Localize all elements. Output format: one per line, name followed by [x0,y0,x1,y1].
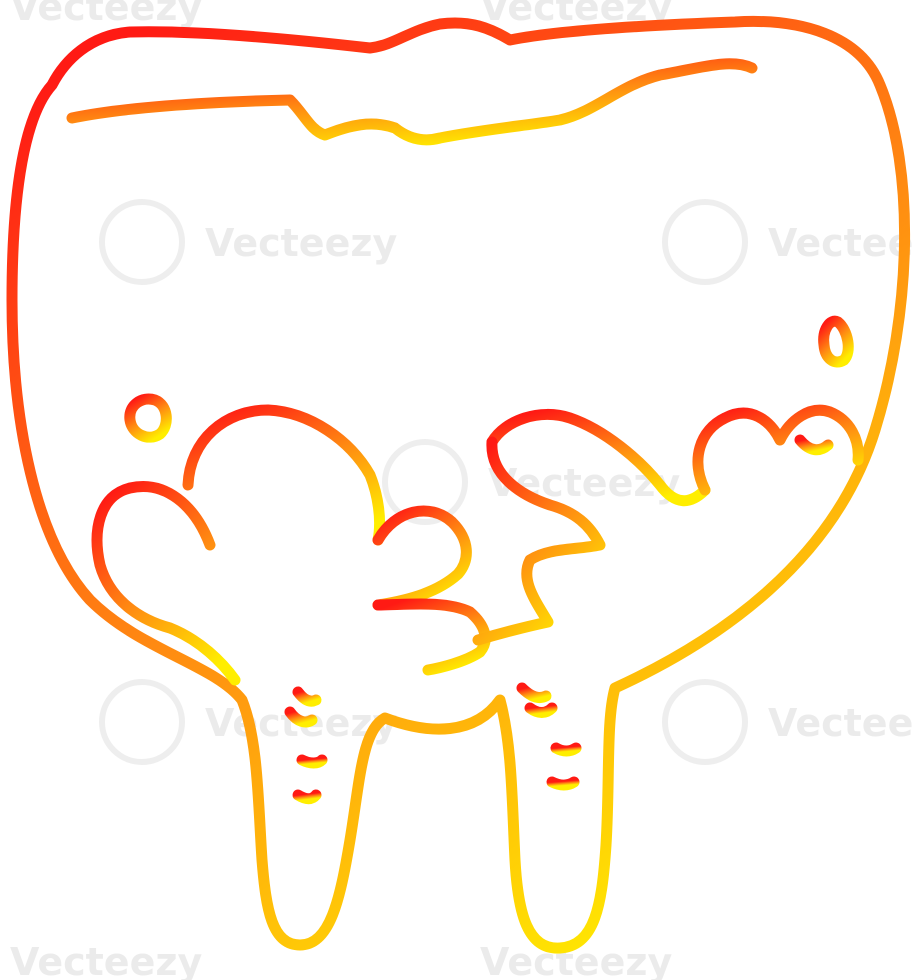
gum-line [66,58,758,146]
right-decay-spot-edge [692,404,864,496]
left-decay-spot-middle [372,505,472,611]
right-root-dash [524,702,558,718]
left-root-dash [284,706,318,728]
watermark: Vecteezy [99,679,397,765]
watermark: Vecteezy [10,0,202,29]
right-root-dash [550,742,582,757]
watermark: Vecteezy [662,679,915,765]
svg-text:Vecteezy: Vecteezy [768,701,915,745]
right-eye [818,315,854,368]
right-decay-spot-crack [472,436,606,646]
right-decay-spot-inner [794,434,834,456]
watermark: Vecteezy [662,199,915,285]
watermark: Vecteezy [10,940,202,980]
left-decay-spot-lower [372,598,491,676]
left-root-dash [292,789,322,805]
tooth-linework [6,15,911,954]
left-root-dash [296,754,328,769]
svg-text:Vecteezy: Vecteezy [768,221,915,265]
right-root-dash [546,776,580,791]
watermark: Vecteezy [99,199,397,285]
svg-text:Vecteezy: Vecteezy [205,221,397,265]
left-root-dash [292,686,322,707]
right-decay-spot [486,409,711,507]
left-decay-spot-top [182,404,386,546]
tooth-outline [6,15,911,954]
right-root-dash [516,682,552,704]
left-eye [124,393,172,443]
left-decay-spot [91,481,241,686]
watermark-layer: Vecteezy Vecteezy Vecteezy Vecteezy Vect… [10,0,915,980]
